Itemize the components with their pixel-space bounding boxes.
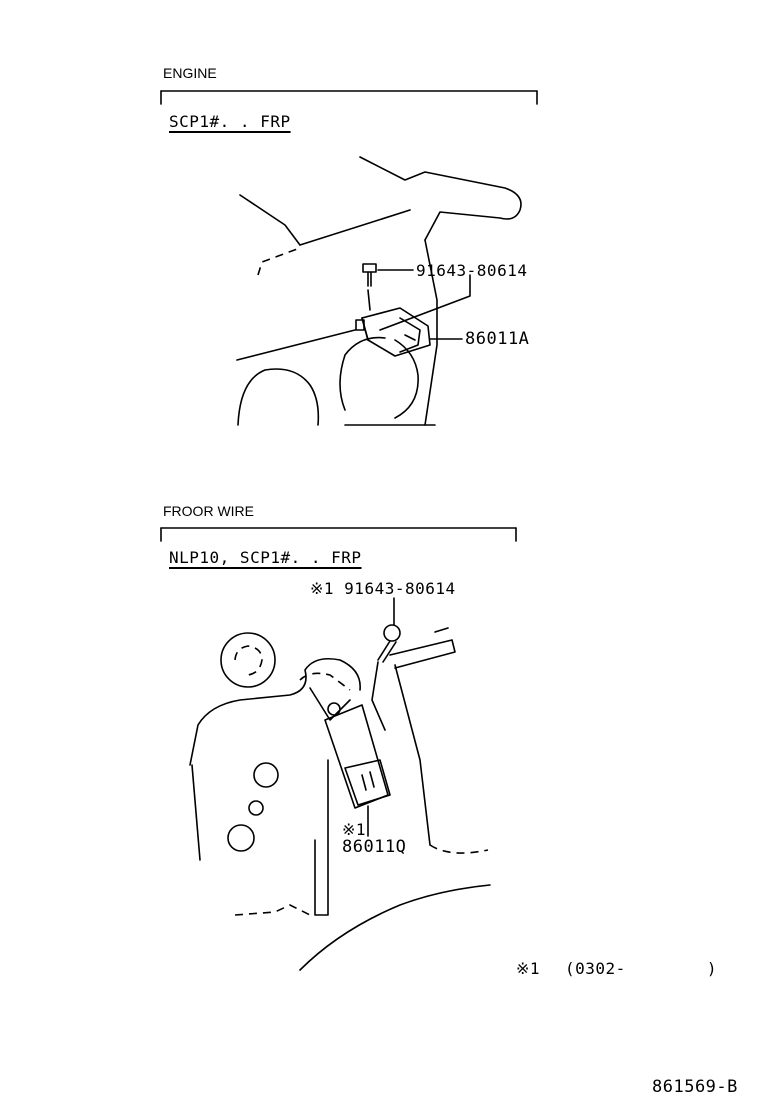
footnote-marker: ※1: [516, 959, 541, 978]
applicability-marker: ※1: [342, 820, 367, 839]
engine-section-bracket: [160, 90, 538, 105]
engine-illustration: [236, 156, 522, 426]
section-label-engine: ENGINE: [163, 65, 217, 81]
model-label-engine: SCP1#. . FRP: [169, 112, 291, 131]
model-label-floor-wire: NLP10, SCP1#. . FRP: [169, 548, 362, 567]
floor-wire-section-bracket: [160, 527, 517, 542]
footnote-text: (0302- ): [565, 959, 717, 978]
part-callout-bolt-floor: ※1 91643-80614: [310, 579, 456, 598]
drawing-number: 861569-B: [652, 1077, 738, 1097]
floor-wire-illustration: [189, 597, 491, 971]
part-callout-relay-floor: 86011Q: [342, 837, 407, 857]
part-callout-relay-engine: 86011A: [465, 329, 530, 349]
section-label-floor-wire: FROOR WIRE: [163, 503, 254, 519]
part-callout-bolt-engine: 91643-80614: [416, 261, 528, 280]
